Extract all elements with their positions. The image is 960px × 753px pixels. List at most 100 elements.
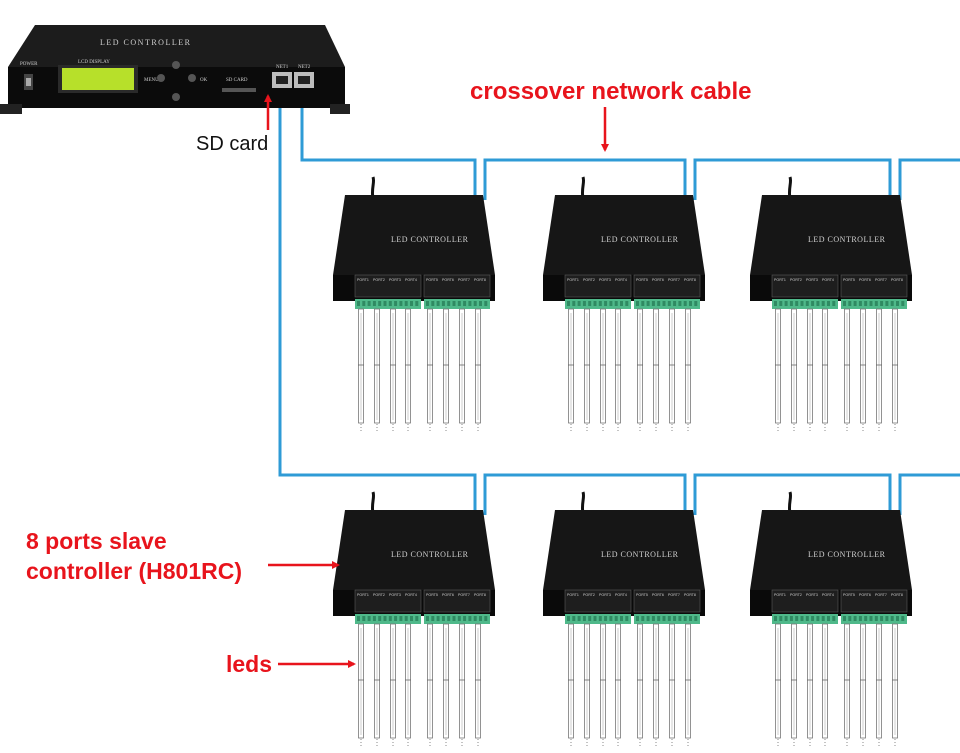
terminal-screw [774,301,777,306]
port-label: PORT5 [426,278,438,282]
port-label: PORT8 [891,278,903,282]
led-strip [390,623,396,746]
led-strip [405,308,411,431]
led-strip [685,308,691,431]
terminal-screw [811,616,815,621]
terminal-screw [816,301,820,306]
terminal-screw [885,301,889,306]
port-label: PORT4 [405,278,417,282]
terminal-block[interactable] [841,614,907,624]
port-label: PORT3 [599,278,611,282]
led-strip [876,308,882,431]
terminal-screw [795,301,799,306]
terminal-screw [399,616,403,621]
port-label-block [564,274,632,298]
terminal-screw [901,616,905,621]
led-strip [427,308,433,431]
terminal-screw [858,301,862,306]
terminal-screw [689,301,692,306]
terminal-screw [620,616,623,621]
terminal-screw [436,301,440,306]
terminal-screw [367,616,371,621]
terminal-screw [827,616,830,621]
led-strip [669,308,675,431]
terminal-block[interactable] [355,614,421,624]
terminal-screw [484,301,488,306]
annotation-arrows [264,94,609,668]
ok-button[interactable] [188,74,196,82]
led-strip [475,308,481,431]
port-label: PORT5 [636,278,648,282]
terminal-screw [598,301,602,306]
terminal-block[interactable] [634,299,700,309]
terminal-screw [896,301,899,306]
port-label: PORT8 [684,593,696,597]
port-label: PORT8 [684,278,696,282]
terminal-screw [651,301,655,306]
terminal-screw [864,301,868,306]
terminal-screw [864,616,868,621]
terminal-block[interactable] [634,614,700,624]
port-label: PORT6 [442,278,454,282]
down-button[interactable] [172,93,180,101]
terminal-block[interactable] [424,299,490,309]
terminal-screw [372,301,376,306]
terminal-screw [383,301,387,306]
terminal-screw [625,616,629,621]
terminal-screw [404,301,408,306]
terminal-screw [404,616,408,621]
device-top [333,510,495,590]
port-label-block [423,274,491,298]
terminal-block[interactable] [565,614,631,624]
terminal-screw [625,301,629,306]
terminal-screw [415,301,419,306]
port-label: PORT7 [458,278,470,282]
led-strip [584,308,590,431]
sd-card-slot[interactable] [222,88,256,92]
terminal-screw [410,616,413,621]
terminal-screw [473,616,477,621]
terminal-screw [805,301,809,306]
port-label-block [771,589,839,613]
menu-button[interactable] [157,74,165,82]
terminal-screw [880,616,884,621]
terminal-block[interactable] [424,614,490,624]
led-strip [637,623,643,746]
terminal-screw [620,301,623,306]
port-label: PORT6 [859,278,871,282]
up-button[interactable] [172,61,180,69]
slave-title: LED CONTROLLER [808,550,886,559]
led-strip [791,623,797,746]
terminal-block[interactable] [772,614,838,624]
terminal-screw [784,616,788,621]
terminal-screw [843,301,846,306]
port-label: PORT4 [822,593,834,597]
terminal-block[interactable] [355,299,421,309]
terminal-screw [457,301,461,306]
terminal-screw [431,616,435,621]
port-label-block [354,589,422,613]
terminal-screw [683,616,687,621]
port-label: PORT8 [474,278,486,282]
terminal-screw [636,616,639,621]
port-label: PORT7 [668,593,680,597]
terminal-screw [614,616,618,621]
port-label: PORT2 [373,278,385,282]
terminal-screw [651,616,655,621]
terminal-screw [774,616,777,621]
terminal-screw [582,616,586,621]
terminal-screw [604,301,608,306]
port-label: PORT3 [599,593,611,597]
led-strip [669,623,675,746]
terminal-block[interactable] [565,299,631,309]
net2-label: NET2 [298,65,311,70]
port-label: PORT3 [389,278,401,282]
led-strip [584,623,590,746]
terminal-block[interactable] [772,299,838,309]
terminal-screw [463,616,467,621]
terminal-block[interactable] [841,299,907,309]
terminal-screw [479,616,482,621]
terminal-screw [636,301,639,306]
